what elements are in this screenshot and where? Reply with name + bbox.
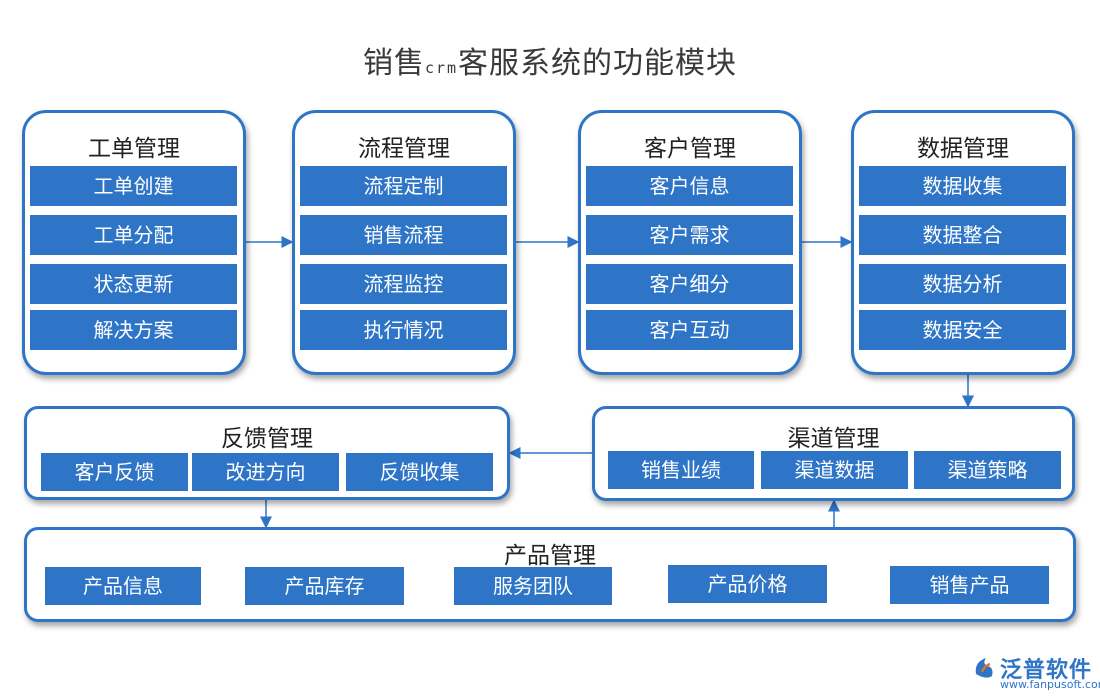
module-item: 反馈收集 <box>346 453 493 491</box>
module-item: 工单创建 <box>30 166 237 206</box>
module-product: 产品管理 产品信息 产品库存 服务团队 产品价格 销售产品 <box>24 527 1076 622</box>
module-item: 解决方案 <box>30 310 237 350</box>
module-title: 客户管理 <box>644 136 736 162</box>
diagram-title: 销售crm客服系统的功能模块 <box>0 38 1100 82</box>
module-work-order: 工单管理 工单创建 工单分配 状态更新 解决方案 <box>22 110 246 375</box>
module-item: 工单分配 <box>30 215 237 255</box>
module-item: 销售产品 <box>890 566 1049 604</box>
module-title: 流程管理 <box>358 136 450 162</box>
module-item: 渠道策略 <box>914 451 1061 489</box>
module-item: 客户细分 <box>586 264 793 304</box>
module-item: 状态更新 <box>30 264 237 304</box>
module-item: 产品价格 <box>668 565 827 603</box>
module-item: 客户反馈 <box>41 453 188 491</box>
logo-url: www.fanpusoft.com <box>1000 678 1100 691</box>
title-crm: crm <box>424 59 459 77</box>
module-item: 服务团队 <box>454 567 612 605</box>
module-item: 产品信息 <box>45 567 201 605</box>
module-data: 数据管理 数据收集 数据整合 数据分析 数据安全 <box>851 110 1075 375</box>
module-item: 数据整合 <box>859 215 1066 255</box>
module-item: 销售业绩 <box>608 451 754 489</box>
module-customer: 客户管理 客户信息 客户需求 客户细分 客户互动 <box>578 110 802 375</box>
module-feedback: 反馈管理 客户反馈 改进方向 反馈收集 <box>24 406 510 500</box>
module-item: 数据安全 <box>859 310 1066 350</box>
module-item: 产品库存 <box>245 567 404 605</box>
module-channel: 渠道管理 销售业绩 渠道数据 渠道策略 <box>592 406 1075 501</box>
module-item: 客户互动 <box>586 310 793 350</box>
module-title: 数据管理 <box>917 136 1009 162</box>
module-item: 销售流程 <box>300 215 507 255</box>
module-item: 改进方向 <box>192 453 339 491</box>
title-rest: 客服系统的功能模块 <box>458 46 738 81</box>
module-item: 执行情况 <box>300 310 507 350</box>
module-item: 渠道数据 <box>761 451 908 489</box>
module-item: 流程监控 <box>300 264 507 304</box>
module-title: 工单管理 <box>88 136 180 162</box>
module-item: 数据分析 <box>859 264 1066 304</box>
module-title: 渠道管理 <box>787 426 880 452</box>
fanpu-logo-icon <box>975 658 993 678</box>
module-item: 流程定制 <box>300 166 507 206</box>
title-main: 销售 <box>362 46 425 81</box>
module-item: 客户需求 <box>586 215 793 255</box>
module-title: 产品管理 <box>504 543 596 569</box>
logo-name: 泛普软件 <box>1000 657 1093 683</box>
module-process: 流程管理 流程定制 销售流程 流程监控 执行情况 <box>292 110 516 375</box>
module-item: 数据收集 <box>859 166 1066 206</box>
module-item: 客户信息 <box>586 166 793 206</box>
module-title: 反馈管理 <box>221 426 313 452</box>
